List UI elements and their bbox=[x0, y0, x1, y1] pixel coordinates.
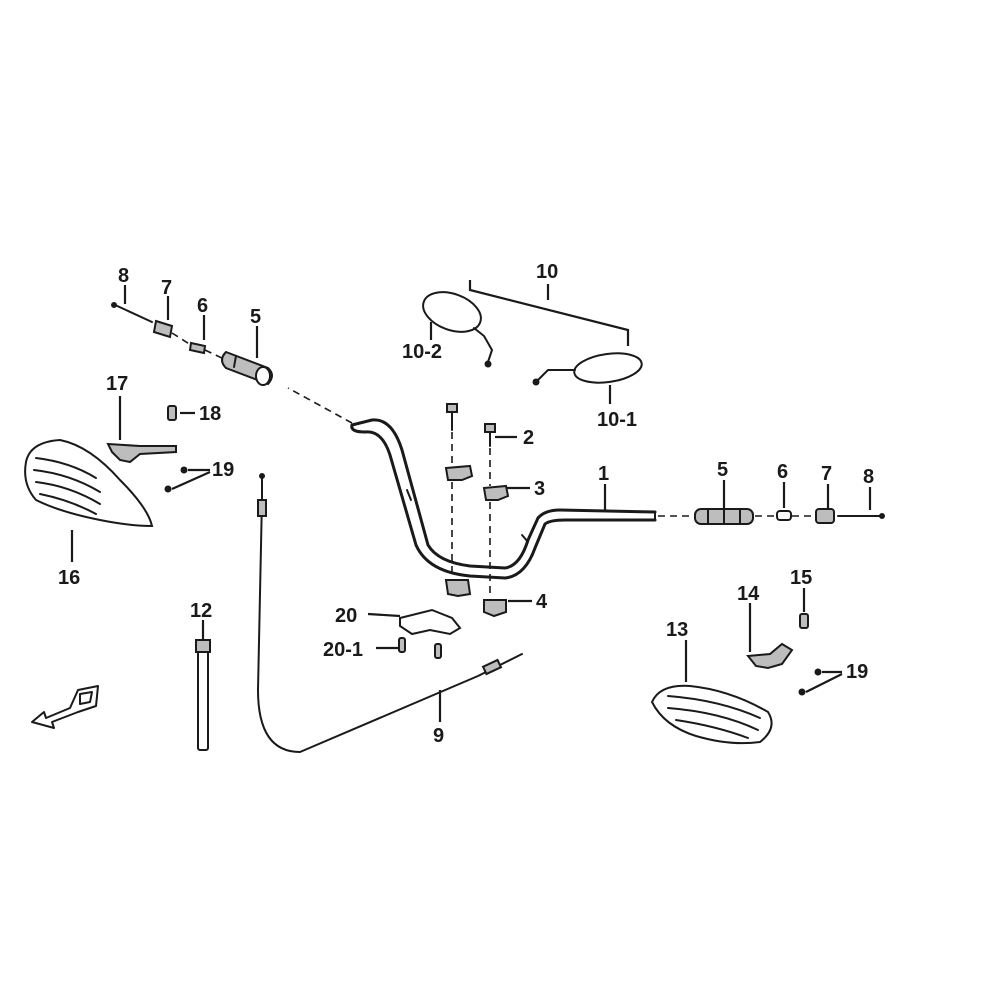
right-bolt bbox=[484, 423, 496, 447]
right-screw-b bbox=[798, 688, 806, 696]
front-direction-arrow-icon bbox=[31, 685, 99, 729]
left-bracket bbox=[106, 442, 177, 464]
callout-19-right: 19 bbox=[846, 661, 868, 683]
right-bar-end-weight bbox=[815, 508, 835, 524]
lower-holder-right bbox=[483, 599, 507, 618]
callout-8-left: 8 bbox=[118, 265, 129, 287]
callout-9: 9 bbox=[433, 725, 444, 747]
callout-12: 12 bbox=[190, 600, 212, 622]
right-weight-collar bbox=[776, 510, 792, 521]
upper-holder-right bbox=[482, 484, 510, 501]
right-end-screw bbox=[837, 513, 885, 519]
callout-4: 4 bbox=[536, 591, 548, 613]
cable-tie bbox=[195, 639, 211, 751]
left-bar-end-weight bbox=[152, 319, 174, 339]
callout-15: 15 bbox=[790, 567, 812, 589]
callout-7-right: 7 bbox=[821, 463, 832, 485]
callout-7-left: 7 bbox=[161, 277, 172, 299]
callout-1: 1 bbox=[598, 463, 609, 485]
callout-20: 20 bbox=[335, 605, 357, 627]
throttle-cable bbox=[257, 473, 523, 753]
left-grip bbox=[221, 350, 273, 386]
callout-3: 3 bbox=[534, 478, 545, 500]
left-weight-collar bbox=[188, 341, 207, 355]
left-screw-b bbox=[164, 485, 172, 493]
callout-18: 18 bbox=[199, 403, 221, 425]
mounting-plate bbox=[399, 608, 462, 636]
left-nut bbox=[167, 405, 177, 421]
callout-6-left: 6 bbox=[197, 295, 208, 317]
callout-6-right: 6 bbox=[777, 461, 788, 483]
callout-5-right: 5 bbox=[717, 459, 728, 481]
callout-10-1: 10-1 bbox=[597, 409, 637, 431]
pin-a bbox=[398, 637, 406, 653]
right-grip bbox=[694, 508, 754, 525]
callout-13: 13 bbox=[666, 619, 688, 641]
pin-b bbox=[434, 643, 442, 659]
upper-holder-left bbox=[444, 464, 474, 481]
callout-17: 17 bbox=[106, 373, 128, 395]
lower-holder-left bbox=[444, 579, 472, 598]
callout-10: 10 bbox=[536, 261, 558, 283]
handlebar bbox=[350, 418, 657, 580]
right-handguard-cover bbox=[650, 684, 773, 745]
callout-8-right: 8 bbox=[863, 466, 874, 488]
left-handguard-cover bbox=[24, 438, 154, 528]
callout-5-left: 5 bbox=[250, 306, 261, 328]
right-mirror bbox=[532, 352, 643, 386]
left-bolt bbox=[446, 403, 458, 431]
right-bracket bbox=[746, 642, 794, 670]
callout-19-left: 19 bbox=[212, 459, 234, 481]
right-screw-a bbox=[814, 668, 822, 676]
callout-2: 2 bbox=[523, 427, 534, 449]
callout-20-1: 20-1 bbox=[323, 639, 363, 661]
left-mirror bbox=[422, 291, 493, 368]
right-nut bbox=[799, 613, 809, 629]
callout-14: 14 bbox=[737, 583, 760, 605]
callout-10-2: 10-2 bbox=[402, 341, 442, 363]
left-end-screw bbox=[111, 302, 153, 323]
left-screw-a bbox=[180, 466, 188, 474]
callout-16: 16 bbox=[58, 567, 80, 589]
